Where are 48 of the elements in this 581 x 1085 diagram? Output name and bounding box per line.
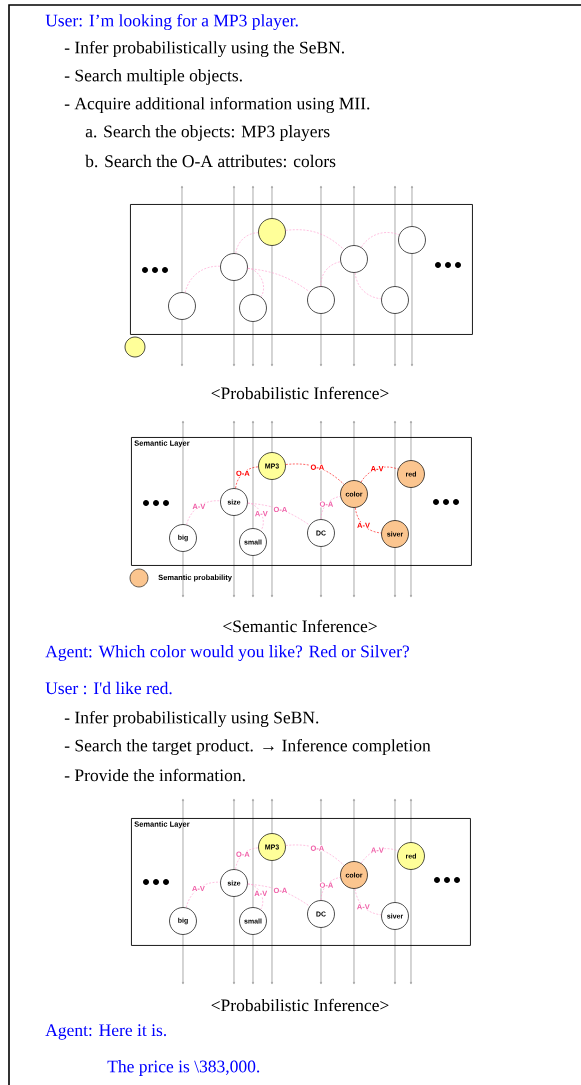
dashed-link [360,466,399,483]
dashed-link [285,463,345,485]
dashed-link [235,466,259,489]
dashed-link [247,883,264,910]
step-text: - Search the target product. → Inference completion [64,738,431,756]
circle-node [381,286,409,314]
caption: <Probabilistic Inference> [211,386,389,400]
dashed-link [320,261,341,287]
dashed-link [355,507,382,534]
dashed-link [354,888,382,916]
circle-node [307,286,335,314]
circle-node [220,253,248,281]
dashed-link [360,848,399,864]
dashed-link [185,881,221,908]
dashed-link [235,847,259,870]
dashed-link [247,883,310,907]
dashed-link [235,232,259,254]
dashed-link [285,229,345,250]
dashed-link [320,877,341,901]
dashed-link [184,265,221,293]
step-text: b. Search the O-A attributes: colors [85,154,336,168]
dialogue-text: Agent: Which color would you like? Red or Silver? [45,645,409,661]
circle-node [340,245,368,273]
caption: <Semantic Inference> [223,619,377,633]
circle-node [258,218,286,246]
step-text: - Search multiple objects. [64,69,242,85]
dashed-link [320,496,341,520]
step-text: - Infer probabilistically using the SeBN. [64,40,344,58]
circle-node [239,294,267,322]
panel-box [130,204,473,335]
circle-node [124,336,146,358]
step-text: - Infer probabilistically using SeBN. [64,710,319,728]
dialogue-text: User : I'd like red. [45,681,172,695]
step-text: - Provide the information. [64,768,245,782]
dialogue-text: User: I’m looking for a MP3 player. [45,13,298,31]
circle-node [398,226,426,254]
dashed-link [361,232,400,248]
dashed-link [186,500,221,525]
step-text: a. Search the objects: MP3 players [85,125,330,141]
circle-node [168,292,196,320]
dashed-link [354,272,382,300]
dashed-link [247,268,311,293]
dashed-link [285,844,345,866]
step-text: - Acquire additional information using MII. [64,96,370,114]
caption: <Probabilistic Inference> [211,998,389,1012]
dashed-link [247,502,310,526]
dialogue-text: Agent: Here it is. [45,1024,167,1040]
dialogue-text: The price is \383,000. [107,1060,260,1076]
